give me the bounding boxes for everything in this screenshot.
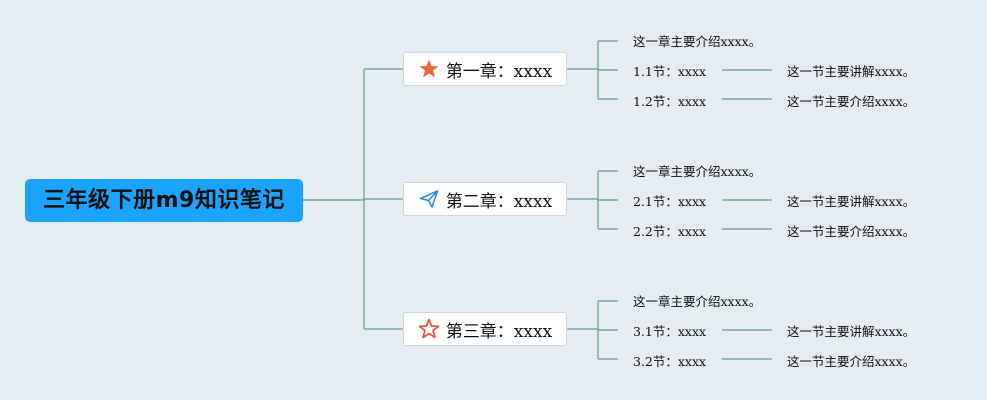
section-1-1-label[interactable]: 1.1节：xxxx bbox=[633, 64, 707, 79]
chapter-2-intro[interactable]: 这一章主要介绍xxxx。 bbox=[633, 164, 762, 179]
section-3-2-label[interactable]: 3.2节：xxxx bbox=[633, 354, 707, 369]
section-3-1-label[interactable]: 3.1节：xxxx bbox=[633, 324, 707, 339]
chapter-3-label: 第三章：xxxx bbox=[445, 321, 553, 342]
star-filled-icon bbox=[418, 58, 440, 80]
section-1-2-detail[interactable]: 这一节主要介绍xxxx。 bbox=[787, 94, 916, 109]
chapter-1-label: 第一章：xxxx bbox=[445, 61, 553, 82]
section-2-1-label[interactable]: 2.1节：xxxx bbox=[633, 194, 707, 209]
section-2-1-detail[interactable]: 这一节主要讲解xxxx。 bbox=[787, 194, 916, 209]
chapter-1-node[interactable]: 第一章：xxxx bbox=[403, 52, 567, 86]
paper-plane-icon bbox=[418, 188, 440, 210]
chapter-1-intro[interactable]: 这一章主要介绍xxxx。 bbox=[633, 34, 762, 49]
star-outline-icon bbox=[418, 318, 440, 340]
section-2-2-detail[interactable]: 这一节主要介绍xxxx。 bbox=[787, 224, 916, 239]
chapter-3-node[interactable]: 第三章：xxxx bbox=[403, 312, 567, 346]
section-1-1-detail[interactable]: 这一节主要讲解xxxx。 bbox=[787, 64, 916, 79]
chapter-2-node[interactable]: 第二章：xxxx bbox=[403, 182, 567, 216]
section-3-1-detail[interactable]: 这一节主要讲解xxxx。 bbox=[787, 324, 916, 339]
root-topic[interactable]: 三年级下册m9知识笔记 bbox=[25, 179, 303, 222]
chapter-2-label: 第二章：xxxx bbox=[445, 191, 553, 212]
section-3-2-detail[interactable]: 这一节主要介绍xxxx。 bbox=[787, 354, 916, 369]
chapter-3-intro[interactable]: 这一章主要介绍xxxx。 bbox=[633, 294, 762, 309]
section-1-2-label[interactable]: 1.2节：xxxx bbox=[633, 94, 707, 109]
section-2-2-label[interactable]: 2.2节：xxxx bbox=[633, 224, 707, 239]
